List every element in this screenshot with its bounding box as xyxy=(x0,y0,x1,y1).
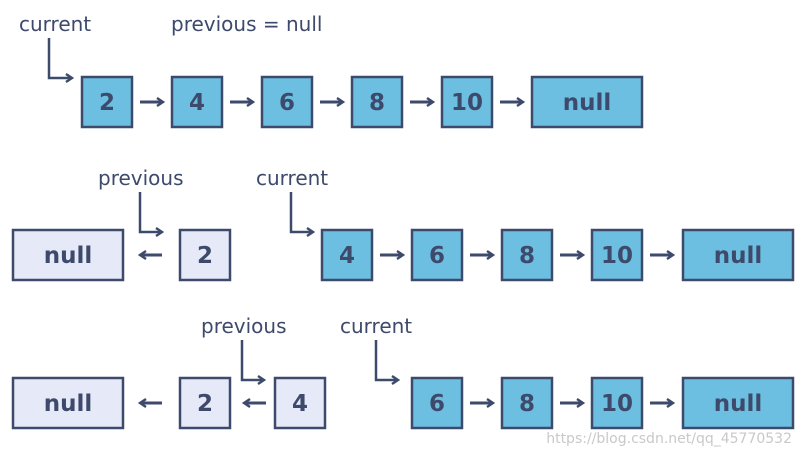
node-value: null xyxy=(44,243,93,269)
current-pointer-label: current xyxy=(19,12,91,36)
list-node: 8 xyxy=(500,228,554,282)
node-value: 10 xyxy=(451,90,483,116)
current-pointer-label: current xyxy=(340,314,412,338)
current-pointer-arrow xyxy=(47,38,75,83)
node-value: null xyxy=(714,243,763,269)
list-node: 6 xyxy=(410,228,464,282)
node-value: 2 xyxy=(197,243,213,269)
node-value: 10 xyxy=(601,243,633,269)
list-node: 8 xyxy=(500,376,554,430)
current-pointer-arrow xyxy=(289,192,316,237)
node-value: 8 xyxy=(519,243,535,269)
list-node: 6 xyxy=(260,75,314,129)
node-value: 4 xyxy=(189,90,205,116)
list-node: 10 xyxy=(590,376,644,430)
node-value: null xyxy=(714,391,763,417)
list-node: 4 xyxy=(320,228,374,282)
node-value: 4 xyxy=(339,243,355,269)
row-1: current previous = null 2 4 6 8 10 xyxy=(19,12,644,129)
node-value: 10 xyxy=(601,391,633,417)
reversed-node: 2 xyxy=(178,376,232,430)
node-value: 4 xyxy=(292,391,308,417)
list-node: 8 xyxy=(350,75,404,129)
previous-pointer-label: previous = null xyxy=(171,12,322,36)
node-value: 8 xyxy=(369,90,385,116)
node-value: 6 xyxy=(429,391,445,417)
node-value: null xyxy=(563,90,612,116)
node-value: 6 xyxy=(279,90,295,116)
list-node: 6 xyxy=(410,376,464,430)
node-value: 8 xyxy=(519,391,535,417)
row-3: previous current null 2 4 6 8 1 xyxy=(11,314,795,430)
reversed-node: 4 xyxy=(273,376,327,430)
null-node: null xyxy=(681,376,795,430)
node-value: 2 xyxy=(197,391,213,417)
null-node: null xyxy=(530,75,644,129)
list-node: 10 xyxy=(440,75,494,129)
previous-pointer-arrow xyxy=(240,340,267,385)
list-node: 4 xyxy=(170,75,224,129)
watermark-text: https://blog.csdn.net/qq_45770532 xyxy=(546,431,792,447)
list-node: 10 xyxy=(590,228,644,282)
node-value: 2 xyxy=(99,90,115,116)
list-node: 2 xyxy=(80,75,134,129)
node-value: null xyxy=(44,391,93,417)
current-pointer-arrow xyxy=(374,340,401,385)
null-node: null xyxy=(11,228,125,282)
previous-pointer-label: previous xyxy=(201,314,287,338)
node-value: 6 xyxy=(429,243,445,269)
row-2: previous current null 2 4 6 8 1 xyxy=(11,166,795,282)
previous-pointer-label: previous xyxy=(98,166,184,190)
reversed-node: 2 xyxy=(178,228,232,282)
null-node: null xyxy=(681,228,795,282)
previous-pointer-arrow xyxy=(138,192,165,237)
current-pointer-label: current xyxy=(256,166,328,190)
null-node: null xyxy=(11,376,125,430)
